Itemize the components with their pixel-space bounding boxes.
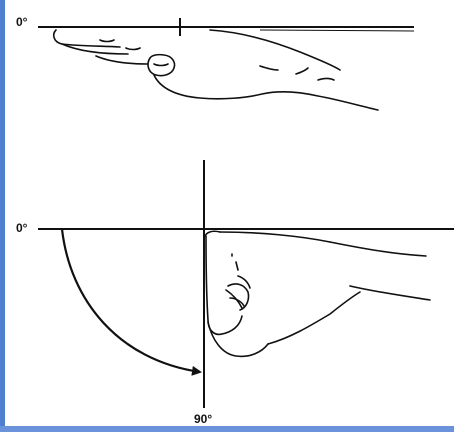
flexion-arc-arrow bbox=[60, 228, 202, 376]
top-zero-degree-label: 0° bbox=[16, 15, 28, 29]
frame-left-edge bbox=[0, 0, 5, 432]
bottom-zero-degree-label: 0° bbox=[16, 221, 28, 235]
bottom-diagram bbox=[38, 160, 454, 408]
ninety-degree-label: 90° bbox=[194, 412, 213, 426]
flat-hand-illustration bbox=[52, 29, 379, 111]
fist-illustration bbox=[203, 230, 431, 358]
top-diagram bbox=[38, 18, 415, 111]
frame-bottom-edge bbox=[0, 426, 454, 432]
top-reference-line-shadow bbox=[259, 29, 415, 32]
